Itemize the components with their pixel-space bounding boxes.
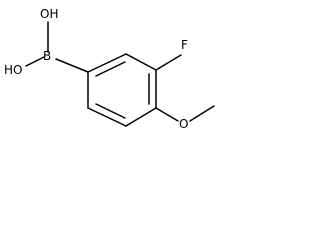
ring-bond-2 bbox=[125, 53, 157, 71]
bond-b-ho-left bbox=[25, 56, 45, 67]
ring-double-bond-3 bbox=[95, 103, 126, 119]
atom-ho-left: HO bbox=[4, 63, 22, 77]
atom-oxygen: O bbox=[179, 117, 188, 131]
atom-boron: B bbox=[43, 49, 51, 63]
atom-fluorine: F bbox=[181, 38, 188, 52]
bond-o-methyl bbox=[189, 105, 215, 122]
ring-bond-4 bbox=[125, 107, 157, 127]
bond-ring-f bbox=[155, 54, 182, 71]
bond-b-ring bbox=[55, 58, 89, 73]
ring-double-bond-1 bbox=[95, 61, 126, 77]
atom-oh-top: OH bbox=[40, 7, 58, 21]
bond-ring-o bbox=[155, 107, 179, 122]
ring-bond-1 bbox=[87, 53, 127, 73]
structure-diagram: OH HO B F O bbox=[0, 0, 230, 138]
ring-bond-5 bbox=[87, 107, 127, 127]
molecule-svg: OH HO B F O bbox=[4, 7, 215, 131]
